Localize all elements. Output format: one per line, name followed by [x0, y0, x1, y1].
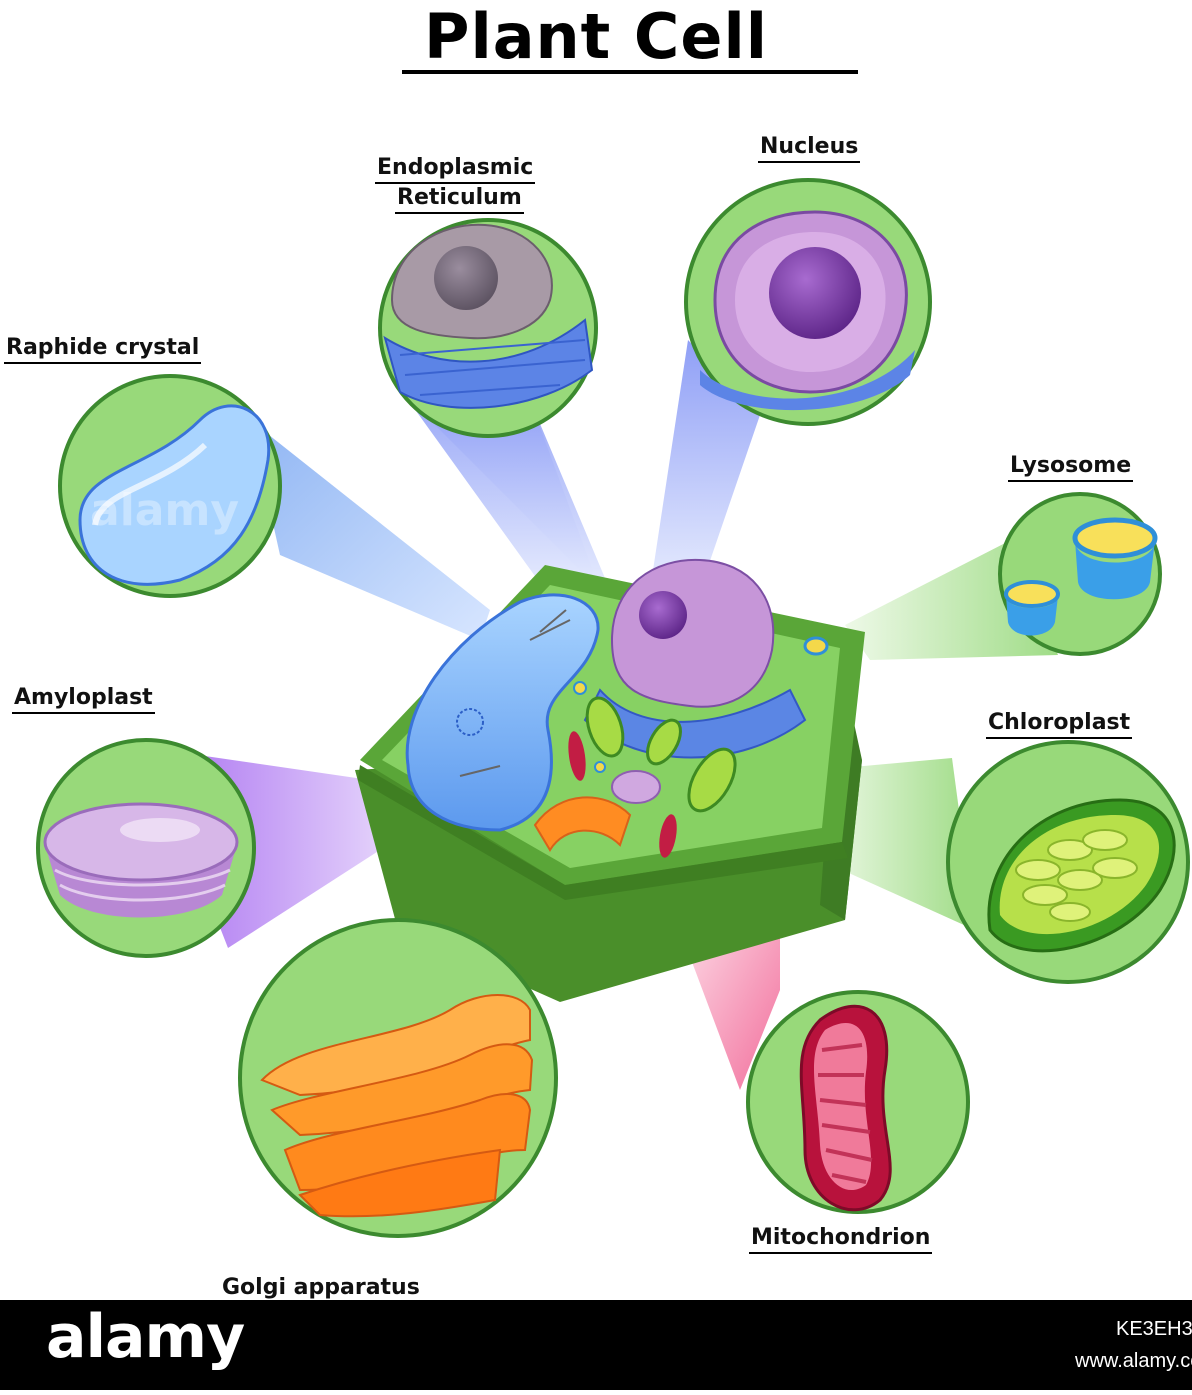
title-underline	[402, 70, 858, 74]
label-nucleus: Nucleus	[758, 134, 861, 163]
raphide-crystal-circle	[58, 374, 282, 598]
crystal-needle-2	[539, 609, 567, 633]
er-circle	[378, 218, 598, 438]
label-reticulum: Reticulum	[395, 185, 524, 214]
beam-nucleus	[650, 340, 760, 590]
lysosome-in-cell	[803, 636, 829, 656]
label-amyloplast: Amyloplast	[12, 685, 155, 714]
golgi-in-cell	[533, 796, 632, 852]
er-in-cell	[583, 688, 807, 759]
crystal-needle-3	[459, 765, 501, 777]
amyloplast-in-cell	[611, 770, 661, 804]
beam-chloroplast	[820, 758, 975, 930]
chloroplast-in-cell-2	[646, 718, 682, 766]
vacuole	[405, 593, 600, 832]
label-chloroplast: Chloroplast	[986, 710, 1133, 739]
vesicle-in-cell-1	[573, 681, 587, 695]
footer-image-code: KE3EH3	[1116, 1318, 1192, 1340]
mitochondrion-in-cell-1	[568, 731, 586, 781]
er-nucleolus	[434, 246, 498, 310]
chloroplast-in-cell-3	[687, 747, 737, 813]
mitochondrion-in-cell-2	[659, 814, 677, 858]
label-mitochondrion: Mitochondrion	[749, 1225, 933, 1254]
watermark-text: alamy	[90, 485, 239, 536]
front-lip	[358, 765, 848, 900]
page-title: Plant Cell	[424, 0, 768, 73]
nucleus-nucleolus	[769, 247, 861, 339]
golgi-circle	[238, 918, 558, 1238]
nucleus-circle	[684, 178, 932, 426]
label-endoplasmic: Endoplasmic	[375, 155, 536, 184]
watermark: alamy	[90, 485, 239, 536]
label-raphide-crystal: Raphide crystal	[4, 335, 202, 364]
nucleolus-in-cell	[639, 591, 687, 639]
label-lysosome: Lysosome	[1008, 453, 1134, 482]
footer-brand: alamy	[46, 1302, 245, 1372]
chloroplast-in-cell-1	[585, 696, 625, 758]
footer-bar	[0, 1300, 1192, 1390]
raphide-in-vacuole	[456, 708, 484, 736]
chloroplast-circle	[946, 740, 1190, 984]
nucleus-in-cell	[610, 558, 775, 708]
beam-raphide	[250, 420, 490, 640]
crystal-needle-1	[529, 619, 571, 641]
amyloplast-circle	[36, 738, 256, 958]
mitochondrion-circle	[746, 990, 970, 1214]
vesicle-in-cell-2	[594, 761, 606, 773]
lysosome-circle	[998, 492, 1162, 656]
beam-er-2	[430, 400, 600, 590]
footer-url: www.alamy.com	[1075, 1350, 1192, 1372]
central-plant-cell	[355, 558, 865, 1002]
